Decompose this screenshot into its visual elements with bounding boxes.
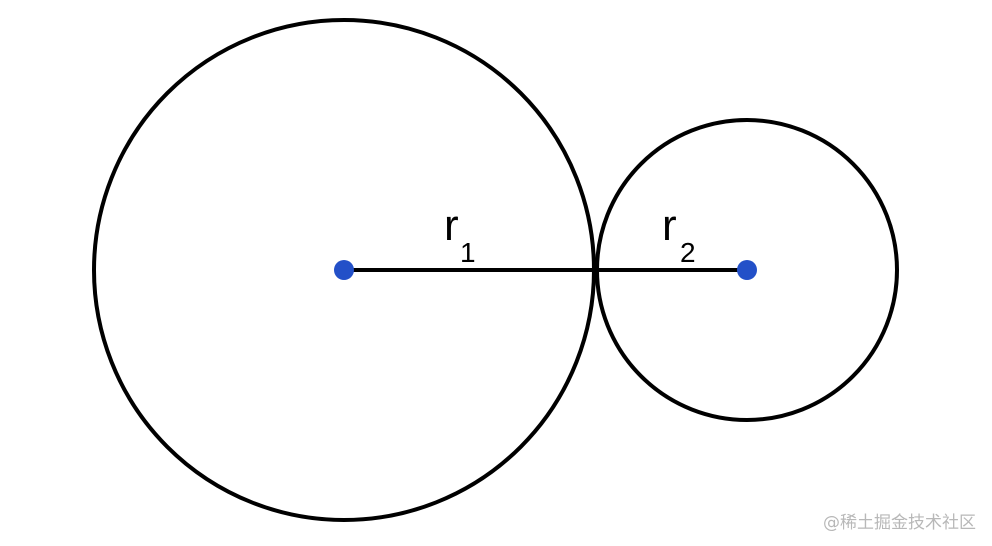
r1-label: r — [444, 201, 459, 250]
r2-subscript: 2 — [680, 237, 696, 268]
large-circle-center-point — [334, 260, 354, 280]
small-circle-center-point — [737, 260, 757, 280]
r2-label: r — [662, 201, 677, 250]
r1-subscript: 1 — [460, 237, 476, 268]
watermark: @稀土掘金技术社区 — [823, 513, 976, 533]
